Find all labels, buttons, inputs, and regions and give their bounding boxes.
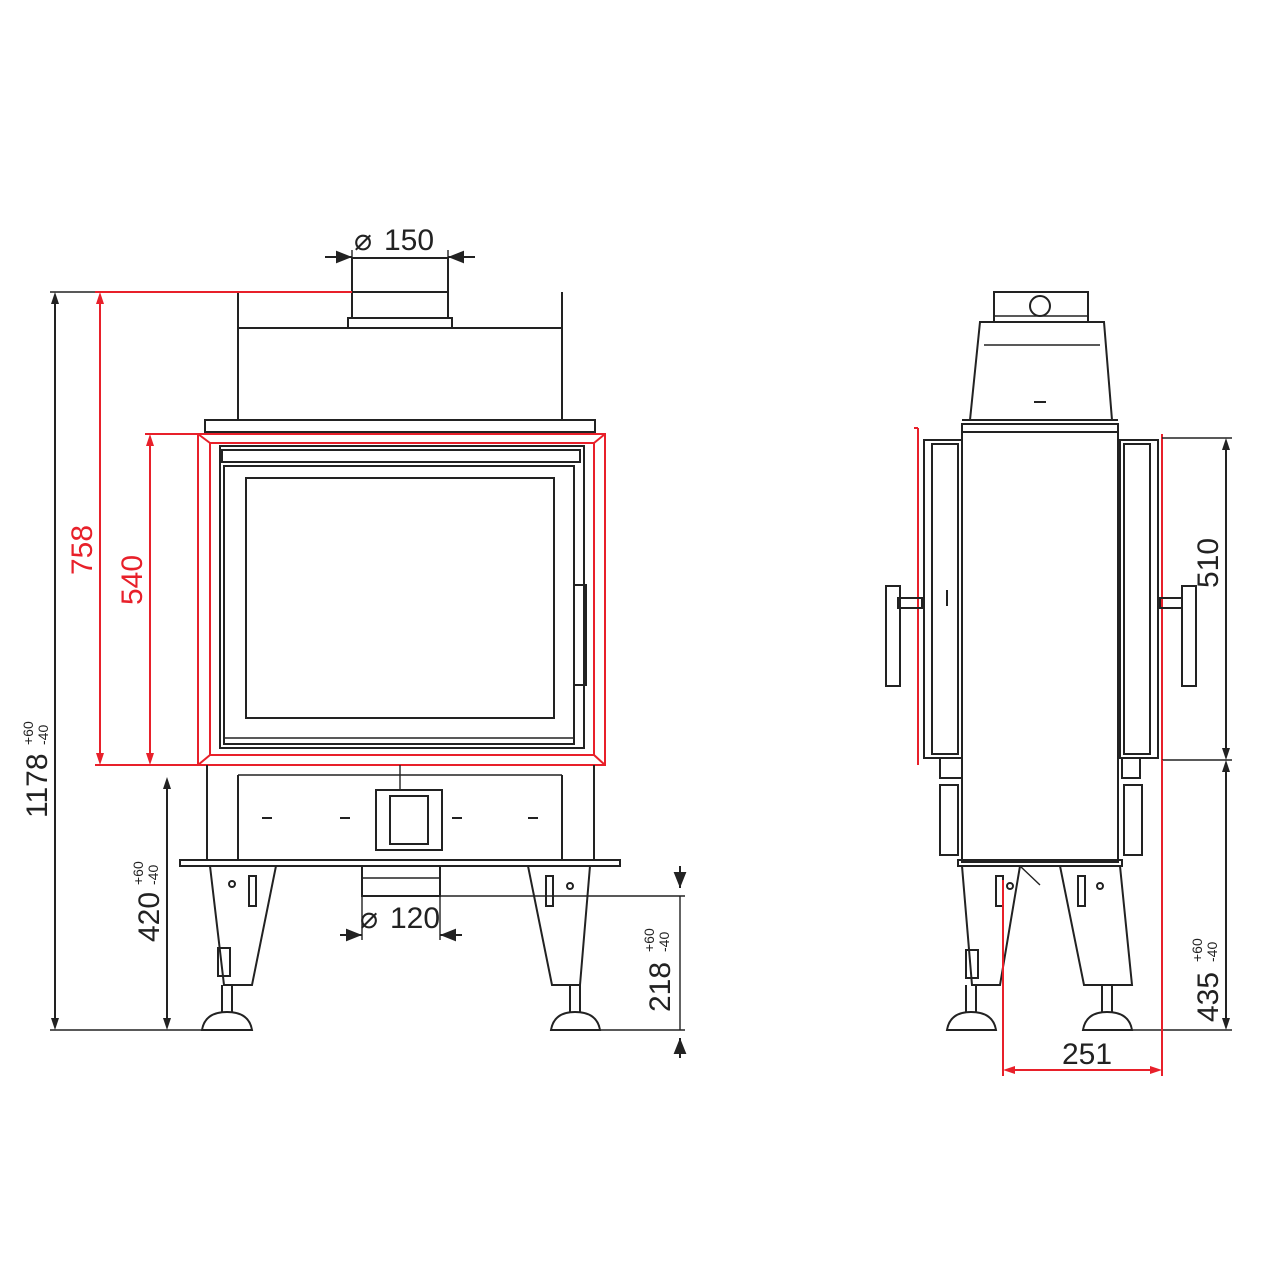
- side-height-base-tol-plus: +60: [1189, 938, 1205, 962]
- side-door-left: [885, 427, 963, 856]
- flue-top-value: 150: [384, 224, 434, 257]
- door: [219, 445, 587, 749]
- flue-bottom-value: 120: [390, 902, 440, 935]
- flue-collar-top: [347, 257, 453, 329]
- front-view: [179, 257, 621, 1031]
- height-base-tol-minus: -40: [145, 865, 161, 885]
- side-leg-left: [945, 865, 1041, 1031]
- convection-hood: [204, 291, 596, 433]
- height-base-tol-plus: +60: [130, 861, 146, 885]
- side-leg-right: [1058, 865, 1134, 1031]
- dimension-height-total: 1178 +60 -40: [20, 291, 238, 1031]
- firebox-base: [179, 765, 621, 867]
- side-view: [885, 291, 1197, 1031]
- dimension-side-height-base: 435 +60 -40: [1130, 760, 1232, 1031]
- dimension-height-inlet: 218 +60 -40: [440, 866, 687, 1058]
- height-inlet-value: 218: [644, 962, 677, 1012]
- height-inlet-tol-minus: -40: [656, 932, 672, 952]
- dimension-height-base: 420 +60 -40: [130, 777, 171, 1030]
- flue-bottom-symbol: ⌀: [360, 902, 378, 935]
- flue-top-symbol: ⌀: [354, 224, 372, 257]
- dimension-flue-bottom: ⌀ 120: [340, 896, 462, 942]
- leg-left: [200, 865, 278, 1031]
- side-door-right: [1119, 434, 1197, 856]
- side-flue-collar: [993, 291, 1089, 323]
- height-base-value: 420: [133, 892, 166, 942]
- height-total-tol-minus: -40: [35, 725, 51, 745]
- height-total-tol-plus: +60: [20, 721, 36, 745]
- air-inlet-collar: [361, 865, 441, 897]
- side-depth-value: 251: [1062, 1038, 1112, 1071]
- height-frame-value: 758: [66, 525, 99, 575]
- dimension-flue-top: ⌀ 150: [325, 224, 475, 264]
- door-frame: [197, 433, 606, 766]
- side-hood: [962, 321, 1118, 421]
- side-height-door-value: 510: [1192, 538, 1225, 588]
- height-total-value: 1178: [21, 753, 54, 818]
- height-inlet-tol-plus: +60: [641, 928, 657, 952]
- side-body: [961, 423, 1119, 863]
- side-height-base-tol-minus: -40: [1204, 942, 1220, 962]
- dimension-side-depth: 251: [1002, 760, 1163, 1076]
- leg-right: [526, 865, 602, 1031]
- dimension-height-frame: 758: [66, 291, 352, 766]
- height-door-value: 540: [116, 555, 149, 605]
- dimension-side-height-door: 510: [1162, 437, 1232, 761]
- dimension-height-door: 540: [116, 433, 198, 765]
- side-height-base-value: 435: [1192, 972, 1225, 1022]
